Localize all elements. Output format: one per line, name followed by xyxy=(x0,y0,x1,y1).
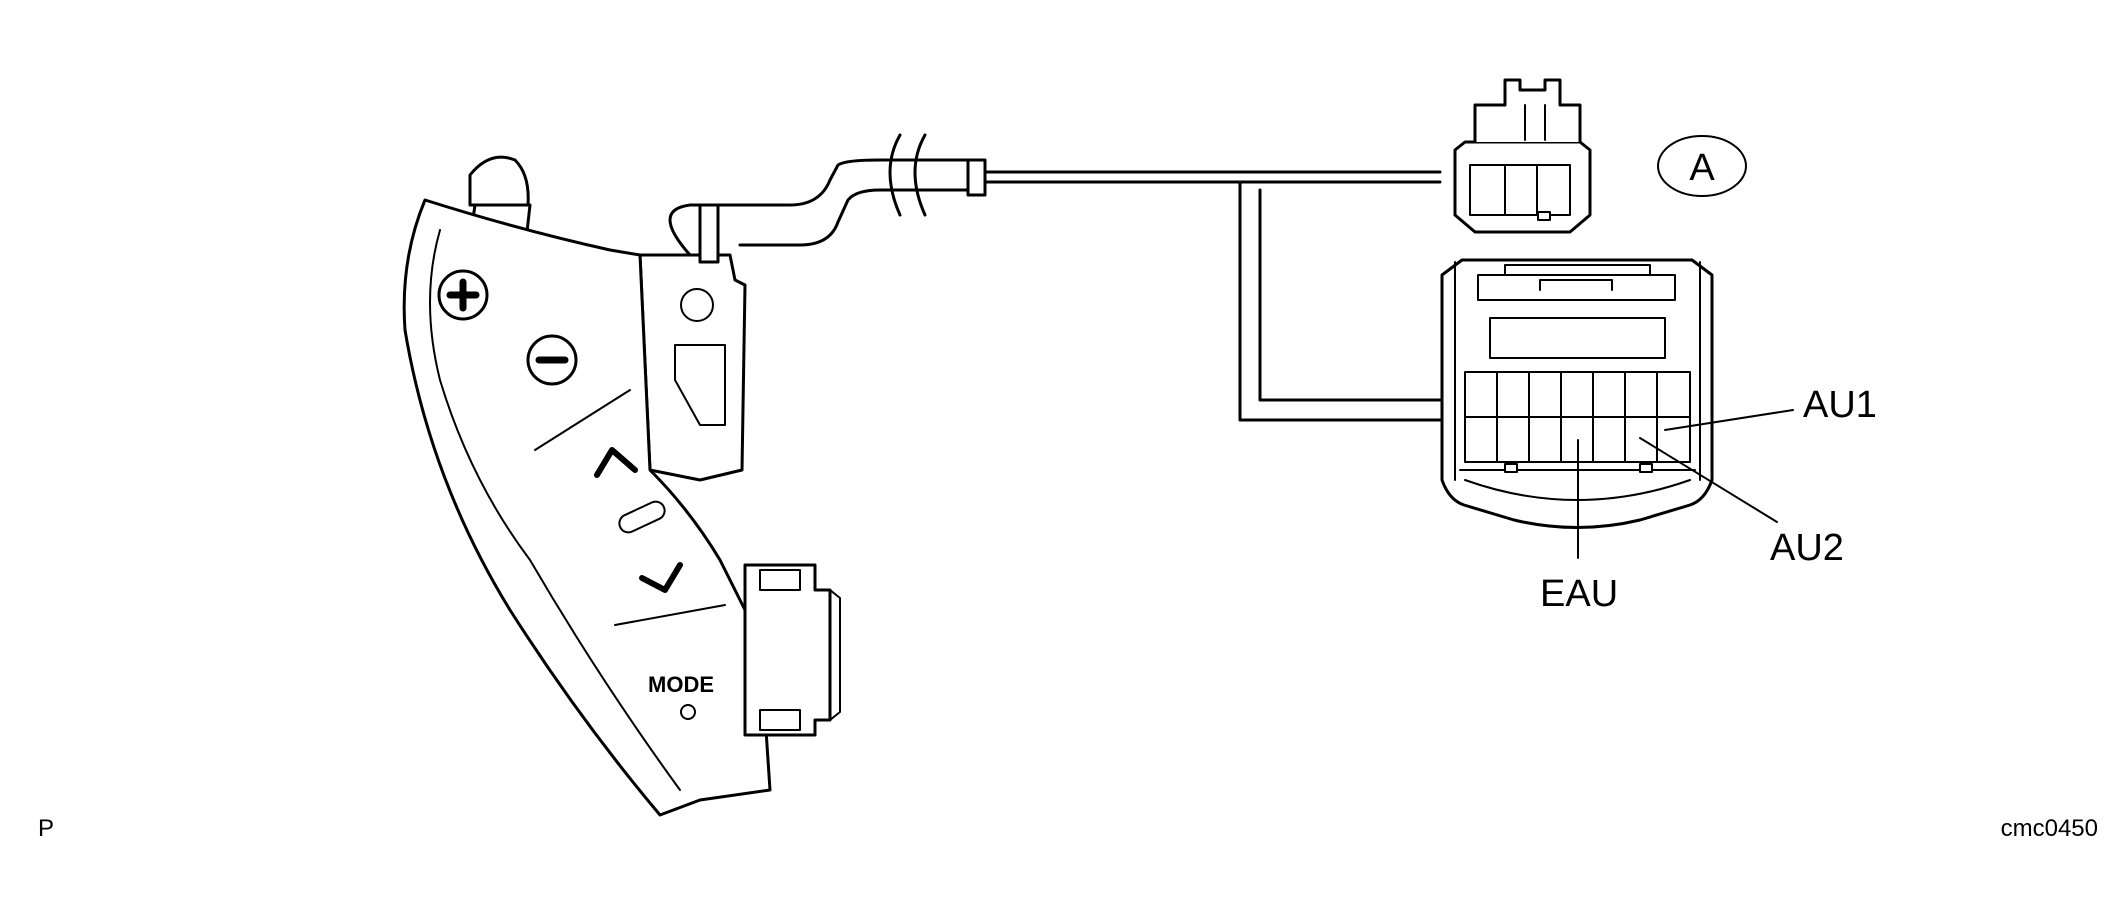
cable-boot xyxy=(966,158,987,197)
connector-id-callout: A xyxy=(1657,135,1747,197)
wire-branch-outer xyxy=(1238,180,1442,422)
corner-left-label: P xyxy=(38,815,54,842)
terminal-eau-label: EAU xyxy=(1540,573,1618,615)
cable-sheath-lower xyxy=(738,188,977,247)
switch-knob xyxy=(468,155,530,207)
volume-up-button[interactable] xyxy=(437,269,489,321)
connector-a-plug xyxy=(1453,78,1592,234)
volume-down-button[interactable] xyxy=(526,334,578,386)
connector-id-label: A xyxy=(1689,147,1715,189)
mode-button[interactable]: MODE xyxy=(648,672,714,720)
cable-break-mark-1 xyxy=(888,133,902,217)
wire-harness xyxy=(668,133,1442,422)
mode-label: MODE xyxy=(648,672,714,697)
seek-center-slot xyxy=(618,500,666,534)
bracket-hole xyxy=(680,288,714,322)
body-divider-upper xyxy=(534,389,631,451)
wire-branch-inner xyxy=(1258,188,1442,402)
terminal-au1-label: AU1 xyxy=(1803,384,1877,426)
terminal-callouts: AU1 AU2 EAU xyxy=(1540,384,1877,615)
cable-break-mark-2 xyxy=(913,133,927,217)
callout-line-au2 xyxy=(1639,437,1778,523)
caret-down-icon[interactable] xyxy=(639,562,683,593)
plus-icon xyxy=(446,278,480,312)
caret-up-icon[interactable] xyxy=(594,447,638,478)
switch-side-connector xyxy=(743,563,841,737)
bracket-slot xyxy=(674,344,726,426)
callout-line-au1 xyxy=(1664,409,1794,431)
cable-sheath xyxy=(668,158,977,257)
body-divider-lower xyxy=(614,604,726,626)
terminal-au2-label: AU2 xyxy=(1770,527,1844,569)
figure-code-label: cmc0450 xyxy=(2001,815,2098,842)
connector-front-view xyxy=(1440,258,1714,529)
cable-clip xyxy=(698,203,720,264)
steering-pad-switch: MODE xyxy=(402,155,841,817)
switch-body-inner-edge xyxy=(429,229,681,791)
switch-main-body xyxy=(402,198,772,817)
